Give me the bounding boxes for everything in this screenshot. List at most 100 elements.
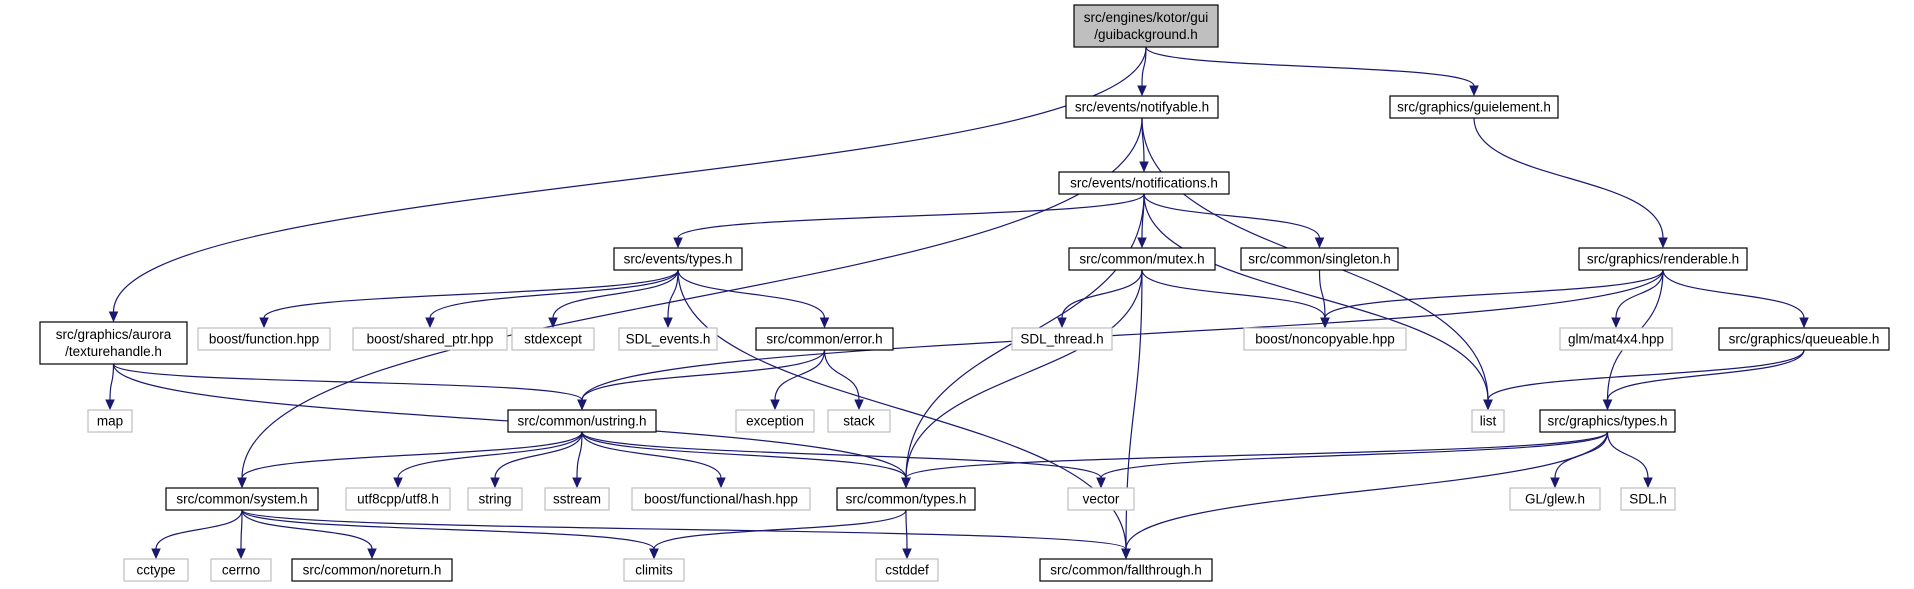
node-singleton[interactable]: src/common/singleton.h	[1240, 247, 1399, 271]
node-texturehandle[interactable]: src/graphics/aurora/texturehandle.h	[39, 321, 188, 365]
edge-line	[581, 349, 826, 401]
node-box	[1067, 487, 1135, 511]
arrowhead-icon	[572, 477, 582, 489]
node-notifications[interactable]: src/events/notifications.h	[1058, 171, 1230, 195]
edge-line	[1662, 269, 1805, 319]
node-label: boost/shared_ptr.hpp	[367, 332, 494, 347]
node-label: GL/glew.h	[1525, 492, 1585, 507]
arrowhead-icon	[151, 548, 161, 560]
node-box	[836, 487, 976, 511]
node-box	[755, 327, 894, 351]
node-box	[1559, 327, 1673, 351]
edge-system-to-fallthrough	[241, 509, 1131, 560]
node-fallthrough[interactable]: src/common/fallthrough.h	[1039, 558, 1213, 582]
node-label: cerrno	[222, 563, 260, 578]
edge-error-to-stack	[823, 349, 864, 411]
node-boosthash: boost/functional/hash.hpp	[631, 487, 811, 511]
node-list: list	[1471, 409, 1505, 433]
arrowhead-icon	[259, 317, 269, 329]
node-evtypes[interactable]: src/events/types.h	[613, 247, 743, 271]
node-label: boost/noncopyable.hpp	[1255, 332, 1395, 347]
node-label: src/common/error.h	[766, 332, 882, 347]
node-box	[123, 558, 189, 582]
edge-renderable-to-queueable	[1662, 269, 1809, 329]
edge-line	[1100, 431, 1609, 479]
node-box	[875, 558, 939, 582]
node-box	[1578, 247, 1748, 271]
edge-root-to-texturehandle	[108, 46, 1147, 323]
node-label: glm/mat4x4.hpp	[1568, 332, 1664, 347]
node-mutex[interactable]: src/common/mutex.h	[1068, 247, 1216, 271]
arrowhead-icon	[1137, 237, 1147, 249]
node-notifyable[interactable]: src/events/notifyable.h	[1065, 95, 1219, 119]
edge-guielement-to-renderable	[1473, 117, 1668, 249]
edge-line	[1318, 269, 1326, 319]
arrowhead-icon	[716, 477, 726, 489]
node-queueable[interactable]: src/graphics/queueable.h	[1718, 327, 1890, 351]
arrowhead-icon	[108, 311, 119, 323]
edge-line	[576, 431, 583, 479]
node-box	[623, 558, 685, 582]
node-label: boost/function.hpp	[209, 332, 319, 347]
edge-evtypes-to-sdlevents	[663, 269, 679, 329]
node-box	[291, 558, 453, 582]
edge-line	[1615, 269, 1664, 319]
node-box	[1058, 171, 1230, 195]
node-gfxtypes[interactable]: src/graphics/types.h	[1539, 409, 1676, 433]
node-sstream: sstream	[544, 487, 610, 511]
node-root[interactable]: src/engines/kotor/gui/guibackground.h	[1073, 4, 1219, 48]
node-label: src/graphics/aurora	[56, 327, 172, 342]
edge-line	[677, 193, 1145, 239]
arrowhead-icon	[770, 399, 780, 411]
node-error[interactable]: src/common/error.h	[755, 327, 894, 351]
edge-line	[1143, 193, 1321, 239]
node-system[interactable]: src/common/system.h	[165, 487, 319, 511]
edge-line	[155, 509, 243, 550]
node-utf8: utf8cpp/utf8.h	[345, 487, 451, 511]
node-ustring[interactable]: src/common/ustring.h	[507, 409, 657, 433]
node-box	[39, 321, 188, 365]
node-label: string	[478, 492, 511, 507]
node-box	[1240, 247, 1399, 271]
node-label: SDL_thread.h	[1020, 332, 1103, 347]
node-label: map	[97, 414, 123, 429]
node-label: src/common/types.h	[846, 492, 967, 507]
arrowhead-icon	[1469, 85, 1479, 97]
node-box	[1620, 487, 1676, 511]
edge-line	[667, 269, 679, 319]
node-guielement[interactable]: src/graphics/guielement.h	[1389, 95, 1559, 119]
node-string: string	[467, 487, 523, 511]
edge-line	[241, 509, 1127, 550]
node-box	[1243, 327, 1407, 351]
node-box	[613, 247, 743, 271]
node-label: climits	[635, 563, 673, 578]
edge-notifyable-to-system	[237, 117, 1143, 489]
node-label: /guibackground.h	[1094, 27, 1198, 42]
edge-gfxtypes-to-sdlh	[1606, 431, 1653, 489]
node-label: list	[1480, 414, 1497, 429]
node-noreturn[interactable]: src/common/noreturn.h	[291, 558, 453, 582]
arrowhead-icon	[1320, 317, 1330, 329]
edge-line	[581, 269, 1664, 401]
arrowhead-icon	[1057, 317, 1067, 329]
edge-line	[241, 509, 373, 550]
node-label: SDL.h	[1629, 492, 1667, 507]
edge-line	[112, 46, 1147, 313]
edge-line	[653, 509, 907, 550]
node-sdlthread: SDL_thread.h	[1011, 327, 1113, 351]
node-renderable[interactable]: src/graphics/renderable.h	[1578, 247, 1748, 271]
edge-line	[581, 431, 1102, 479]
node-boostshared: boost/shared_ptr.hpp	[352, 327, 508, 351]
node-cmntypes[interactable]: src/common/types.h	[836, 487, 976, 511]
arrowhead-icon	[673, 237, 683, 249]
arrowhead-icon	[1139, 161, 1149, 173]
edge-gfxtypes-to-cmntypes	[901, 431, 1609, 489]
edge-line	[1324, 269, 1664, 319]
edge-line	[241, 509, 655, 550]
node-box	[197, 327, 331, 351]
edge-line	[905, 431, 1609, 479]
node-box	[1509, 487, 1601, 511]
edge-line	[905, 509, 908, 550]
node-box	[1539, 409, 1676, 433]
node-box	[1471, 409, 1505, 433]
